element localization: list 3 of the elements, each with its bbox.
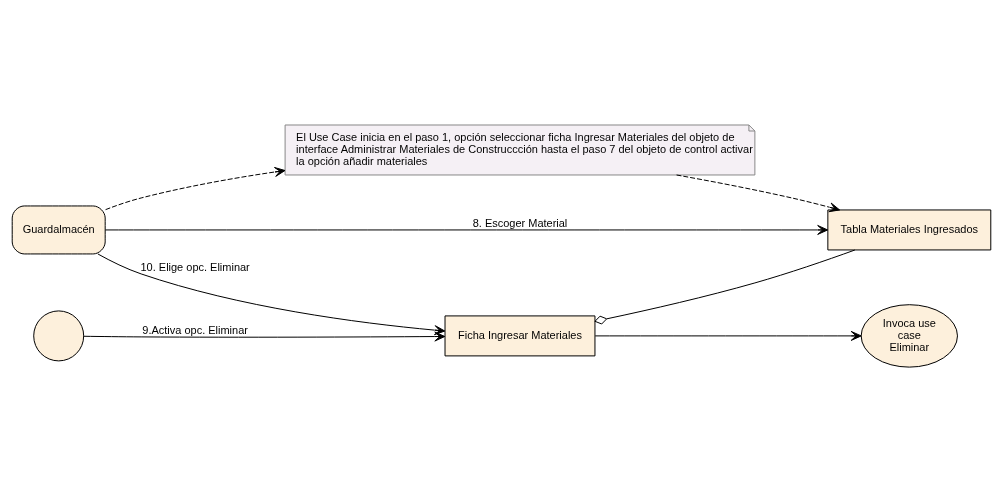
edge-label: 10. Elige opc. Eliminar xyxy=(140,260,250,273)
edge-label: 9.Activa opc. Eliminar xyxy=(142,323,248,336)
edge-label: 8. Escoger Material xyxy=(472,216,568,229)
